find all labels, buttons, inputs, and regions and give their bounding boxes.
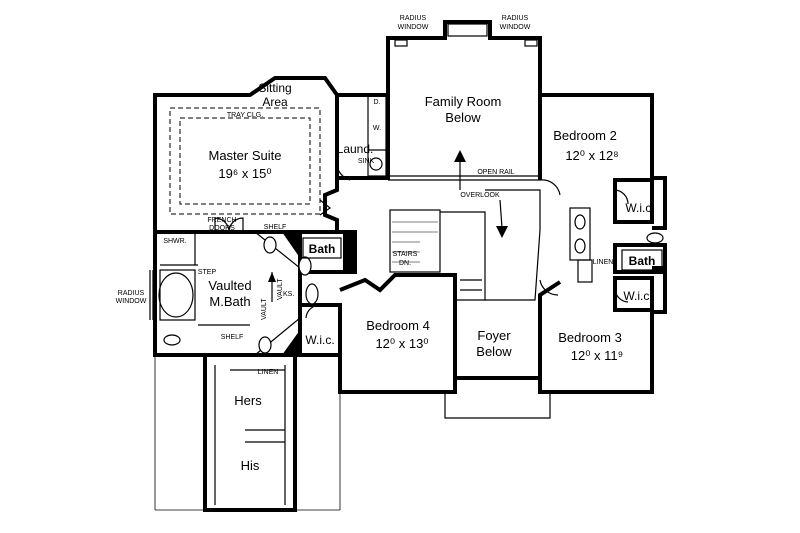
stair-treads xyxy=(392,221,438,263)
stairs-label-1: STAIRS xyxy=(393,251,418,258)
bedroom2-name: Bedroom 2 xyxy=(553,128,617,143)
bedroom4-dim: 12⁰ x 13⁰ xyxy=(375,336,428,351)
bath-right-walls xyxy=(613,243,667,274)
tray-ceiling-label: TRAY CLG. xyxy=(227,112,263,119)
tub-icon xyxy=(158,272,194,318)
sink-icon xyxy=(163,334,181,346)
bedroom2-walls xyxy=(540,93,667,230)
sink-icon xyxy=(574,238,586,254)
wic-b4-walls xyxy=(300,303,342,357)
bedroom2-dim: 12⁰ x 12⁸ xyxy=(565,148,618,163)
bedroom3-name: Bedroom 3 xyxy=(558,330,622,345)
radius-window-side-2: WINDOW xyxy=(116,298,147,305)
fixtures xyxy=(158,157,664,354)
ks-label: KS. xyxy=(283,291,294,298)
foyer-label-2: Below xyxy=(476,344,512,359)
vault-label-right: VAULT xyxy=(277,278,284,300)
family-room-windows xyxy=(388,23,540,181)
sink-icon xyxy=(574,214,586,230)
master-suite-name: Master Suite xyxy=(209,148,282,163)
wic-b2-walls xyxy=(613,178,654,224)
bedroom3-walls xyxy=(538,266,667,394)
bedroom4-walls xyxy=(338,273,457,394)
radius-window-left-2: WINDOW xyxy=(398,24,429,31)
bedroom3-dim: 12⁰ x 11⁹ xyxy=(571,348,623,363)
closets-walls xyxy=(203,355,297,512)
lower-left-frame xyxy=(154,355,341,511)
master-suite-dim: 19⁶ x 15⁰ xyxy=(218,166,271,181)
wic-b3-walls xyxy=(613,276,654,312)
overlook-label: OVERLOOK xyxy=(460,192,500,199)
sitting-area-label-1: Sitting xyxy=(258,81,291,95)
dishwasher-d-label: D. xyxy=(374,99,381,106)
arrow-up-icon xyxy=(268,272,276,282)
bath-center-box xyxy=(302,237,342,259)
sink-icon xyxy=(258,336,272,354)
wic-b3-label: W.i.c. xyxy=(623,289,652,303)
linen-right-label: LINEN xyxy=(593,259,614,266)
tray-ceiling xyxy=(169,107,321,215)
foyer-label-1: Foyer xyxy=(477,328,511,343)
family-room-walls xyxy=(386,20,542,180)
sink-icon xyxy=(263,236,277,254)
shelf-top-label: SHELF xyxy=(264,224,287,231)
toilet-icon xyxy=(646,232,664,244)
radius-window-left-1: RADIUS xyxy=(400,15,427,22)
radius-window-right-1: RADIUS xyxy=(502,15,529,22)
bath-right-box xyxy=(621,249,663,271)
sink-icon xyxy=(369,157,383,171)
labels: Sitting Area TRAY CLG. Master Suite 19⁶ … xyxy=(116,15,663,473)
doors xyxy=(214,164,629,319)
overlook-arrows xyxy=(268,150,508,302)
solid-wall-chunks xyxy=(282,232,357,355)
bedroom4-name: Bedroom 4 xyxy=(366,318,430,333)
vaulted-bath-label-1: Vaulted xyxy=(208,278,251,293)
radius-window-right-2: WINDOW xyxy=(500,24,531,31)
laundry-label: Laund. xyxy=(337,142,374,156)
side-window xyxy=(149,270,154,320)
hers-label: Hers xyxy=(234,393,262,408)
linen-left-label: LINEN xyxy=(258,369,279,376)
family-room-label-1: Family Room xyxy=(425,94,502,109)
french-doors-label-2: DOORS xyxy=(209,225,235,232)
wic-b4-label: W.i.c. xyxy=(305,333,334,347)
french-doors-label-1: FRENCH xyxy=(207,217,236,224)
step-label: STEP xyxy=(198,269,217,276)
toilet-icon xyxy=(298,256,312,276)
vault-label-left: VAULT xyxy=(261,298,268,320)
sitting-area-label-2: Area xyxy=(262,95,288,109)
open-rail-label: OPEN RAIL xyxy=(477,169,514,176)
family-room-label-2: Below xyxy=(445,110,481,125)
sink-label: SINK xyxy=(358,158,375,165)
bath-center-label: Bath xyxy=(309,242,336,256)
stairs-label-2: DN. xyxy=(399,260,411,267)
arrow-down-icon xyxy=(496,226,508,238)
bath-right-label: Bath xyxy=(629,254,656,268)
his-label: His xyxy=(241,458,260,473)
arrow-up-icon xyxy=(454,150,466,162)
vaulted-bath-label-2: M.Bath xyxy=(209,294,250,309)
toilet-icon xyxy=(305,283,319,305)
dishwasher-w-label: W. xyxy=(373,125,381,132)
radius-window-side-1: RADIUS xyxy=(118,290,145,297)
wic-b2-label: W.i.c. xyxy=(625,201,654,215)
shower-label: SHWR. xyxy=(163,238,186,245)
shelf-bottom-label: SHELF xyxy=(221,334,244,341)
